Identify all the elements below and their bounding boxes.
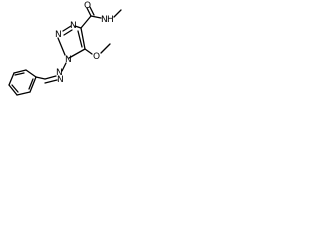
bond-carbonyl-o-b [89, 6, 95, 16]
bond-azo-n-ch [35, 76, 46, 80]
bond-ph-1-2 [25, 69, 37, 78]
bond-ph-2-3 [13, 69, 27, 74]
bond-ph-inner-a [14, 72, 25, 76]
molecule-drawing: N N N O N H O N N [0, 0, 123, 102]
bond-carbonyl-o-a [86, 7, 92, 17]
bond-c5-n1 [68, 48, 86, 59]
bond-ph-4-5 [8, 84, 18, 96]
bond-c4-c5-inner [77, 30, 83, 48]
bond-methoxy-o-methyl [100, 43, 111, 54]
atom-ring-n1: N [65, 55, 72, 65]
bond-azo-double-b [44, 79, 58, 84]
structure-diagram: N N N O N H O N N [0, 0, 123, 102]
atom-azo-n1: N [56, 68, 63, 78]
atom-ring-n2: N [55, 30, 62, 40]
bond-n2-n3-double-b [63, 29, 73, 36]
atom-amide-h: H [107, 15, 114, 25]
bond-ph-inner-c [28, 78, 34, 90]
atom-ring-n3: N [70, 21, 77, 31]
bond-ph-inner-b [11, 84, 19, 93]
bond-carbonyl-nh [90, 15, 102, 19]
bond-ph-5-6 [16, 91, 31, 96]
bond-n1-azo-n [61, 62, 67, 72]
atom-amide-n: N [101, 15, 108, 25]
bond-n3-c4 [74, 25, 82, 29]
atom-carbonyl-o: O [84, 1, 91, 11]
atom-azo-n2: N [57, 75, 64, 85]
bond-ph-3-4 [8, 72, 15, 86]
bond-ph-6-1 [29, 76, 37, 93]
bond-c5-methoxy-o [84, 48, 93, 55]
bond-n2-n3-double-a [62, 25, 72, 32]
atom-methoxy-o: O [93, 52, 100, 62]
bond-azo-double-a [44, 75, 57, 80]
bond-c4-c5 [80, 27, 86, 50]
bond-nh-methyl [113, 9, 122, 18]
bond-c4-carbonyl [80, 15, 92, 29]
bond-n1-n2 [57, 37, 66, 56]
